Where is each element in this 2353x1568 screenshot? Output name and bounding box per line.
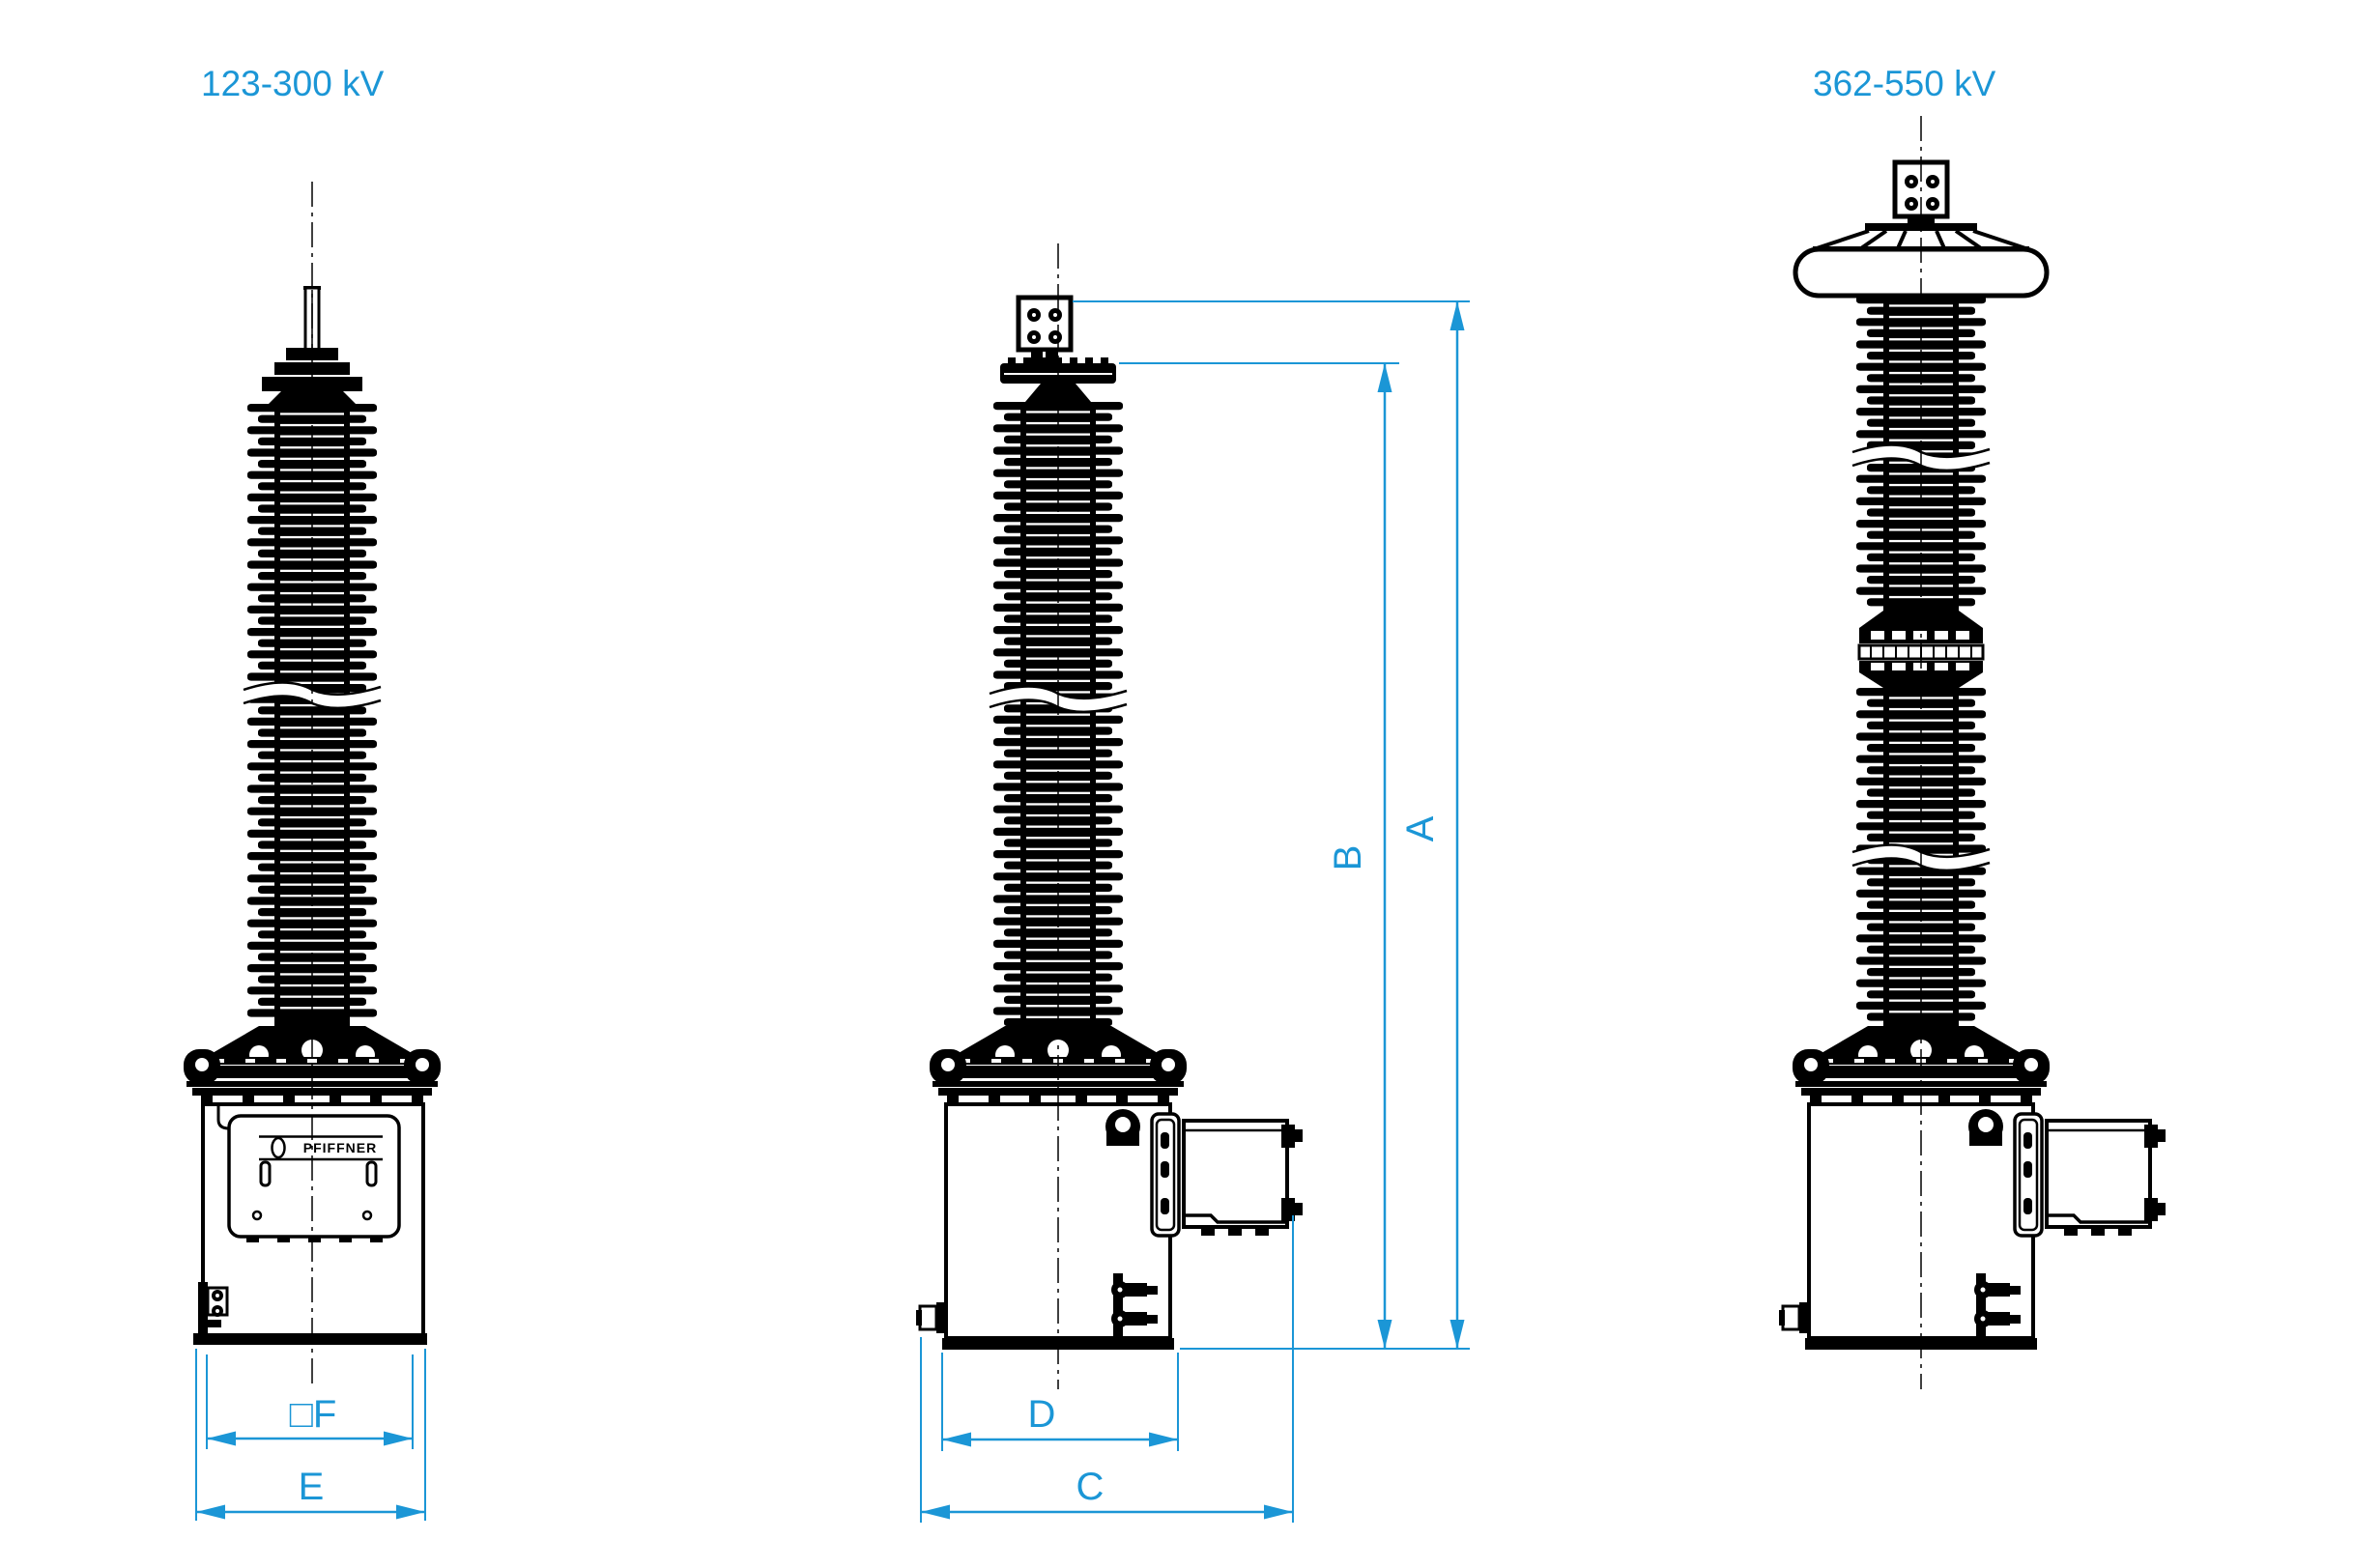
oil-tank-front: [193, 1102, 427, 1345]
lifting-eye: [1968, 1109, 2003, 1146]
bottom-fittings: [1111, 1273, 1158, 1338]
dim-label-e: E: [299, 1466, 325, 1508]
transformer-unit-362-550kv: [1779, 116, 2166, 1389]
dim-label-d: D: [1028, 1393, 1056, 1436]
transformer-unit-123-300kv: [184, 182, 441, 1389]
primary-terminal-pad: [1016, 295, 1074, 363]
lifting-eye: [1105, 1109, 1140, 1146]
secondary-terminal-box: [2045, 1119, 2166, 1236]
bottom-fittings: [1974, 1273, 2021, 1338]
dim-label-f: □F: [290, 1393, 337, 1436]
dim-label-c: C: [1076, 1466, 1105, 1508]
label-voltage-range-left: 123-300 kV: [201, 64, 385, 103]
top-cap: [262, 348, 362, 404]
dimension-lines: [195, 300, 1470, 1523]
oil-tank-side: [1779, 1102, 2166, 1350]
drain-valve: [916, 1302, 946, 1333]
drain-valve: [1779, 1302, 1809, 1333]
dim-label-a: A: [1399, 815, 1442, 841]
nameplate-brand-text: PFIFFNER: [303, 1140, 377, 1155]
nameplate-panel: [227, 1114, 401, 1239]
insulator-column: [1856, 296, 1986, 611]
terminal-box-bracket: [2013, 1112, 2044, 1238]
dim-label-b: B: [1327, 845, 1369, 871]
transformer-unit-middle: [916, 243, 1303, 1389]
drain-valve: [198, 1282, 229, 1333]
secondary-terminal-box: [1182, 1119, 1303, 1236]
label-voltage-range-right: 362-550 kV: [1813, 64, 1996, 103]
terminal-box-bracket: [1150, 1112, 1181, 1238]
oil-tank-side: [916, 1102, 1303, 1350]
